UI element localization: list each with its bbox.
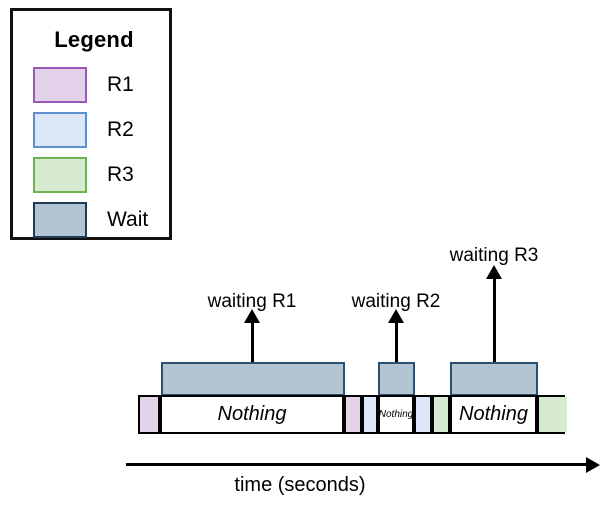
legend-title: Legend bbox=[54, 27, 134, 52]
annotation-arrow-line-3 bbox=[493, 278, 496, 362]
timeline-segment-r1 bbox=[344, 397, 362, 432]
legend-swatch-wait bbox=[33, 202, 87, 238]
legend-label-r2: R2 bbox=[107, 118, 134, 141]
wait-block-r1 bbox=[161, 362, 345, 396]
timeline-segment-r1 bbox=[140, 397, 160, 432]
legend-swatch-r2 bbox=[33, 112, 87, 148]
legend-item-wait: Wait bbox=[13, 198, 175, 242]
annotation-arrowhead-2 bbox=[388, 309, 404, 323]
time-axis-label: time (seconds) bbox=[234, 474, 366, 496]
legend-item-r2: R2 bbox=[13, 108, 175, 152]
legend-swatch-r1 bbox=[33, 67, 87, 103]
wait-block-r3 bbox=[450, 362, 538, 396]
legend-label-r1: R1 bbox=[107, 73, 134, 96]
timeline-bar: Nothing Nothing Nothing bbox=[138, 395, 567, 434]
timeline-segment-r3 bbox=[537, 397, 567, 432]
legend-item-r1: R1 bbox=[13, 63, 175, 107]
annotation-arrow-line-1 bbox=[251, 322, 254, 362]
legend-swatch-r3 bbox=[33, 157, 87, 193]
timeline-segment-nothing: Nothing bbox=[160, 397, 344, 432]
annotation-arrow-line-2 bbox=[395, 322, 398, 362]
timeline-segment-nothing: Nothing bbox=[450, 397, 537, 432]
timeline-segment-r2 bbox=[362, 397, 378, 432]
legend-label-wait: Wait bbox=[107, 208, 149, 231]
time-axis-line bbox=[126, 463, 588, 466]
segment-label: Nothing bbox=[217, 403, 287, 425]
annotation-label-3: waiting R3 bbox=[449, 245, 539, 266]
annotation-label-2: waiting R2 bbox=[351, 291, 441, 312]
annotation-label-1: waiting R1 bbox=[207, 291, 297, 312]
timeline-segment-r3 bbox=[432, 397, 450, 432]
wait-block-r2 bbox=[378, 362, 415, 396]
timeline-segment-nothing: Nothing bbox=[378, 397, 414, 432]
segment-label: Nothing bbox=[459, 403, 528, 425]
legend-label-r3: R3 bbox=[107, 163, 134, 186]
annotation-arrowhead-1 bbox=[244, 309, 260, 323]
timeline-segment-r2 bbox=[414, 397, 432, 432]
time-axis-arrowhead bbox=[586, 457, 600, 473]
annotation-arrowhead-3 bbox=[486, 265, 502, 279]
segment-label: Nothing bbox=[378, 409, 414, 420]
legend-item-r3: R3 bbox=[13, 153, 175, 197]
